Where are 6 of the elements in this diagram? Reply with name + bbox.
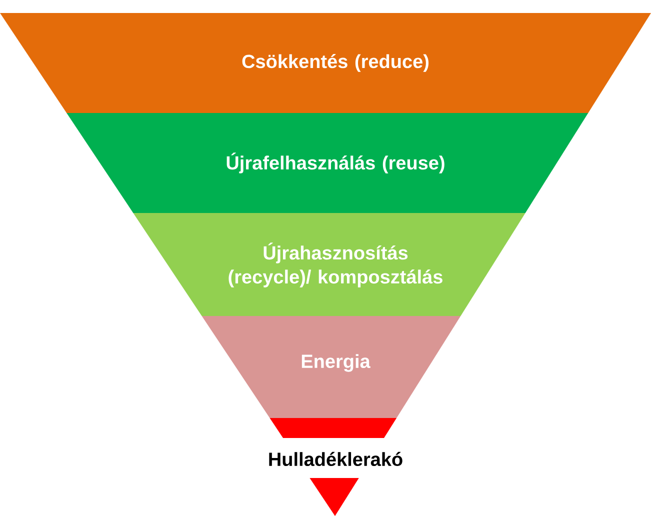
pyramid-tip: Hulladéklerakó <box>269 418 402 516</box>
pyramid-tier: Újrahasznosítás (recycle)/ komposztálás <box>133 213 526 316</box>
pyramid-tier: Újrafelhasználás (reuse) <box>66 113 588 213</box>
pyramid-tier: Energia <box>202 316 461 418</box>
node-label: Hulladéklerakó <box>269 452 402 466</box>
pyramid-tier: Csökkentés (reduce) <box>0 13 651 113</box>
